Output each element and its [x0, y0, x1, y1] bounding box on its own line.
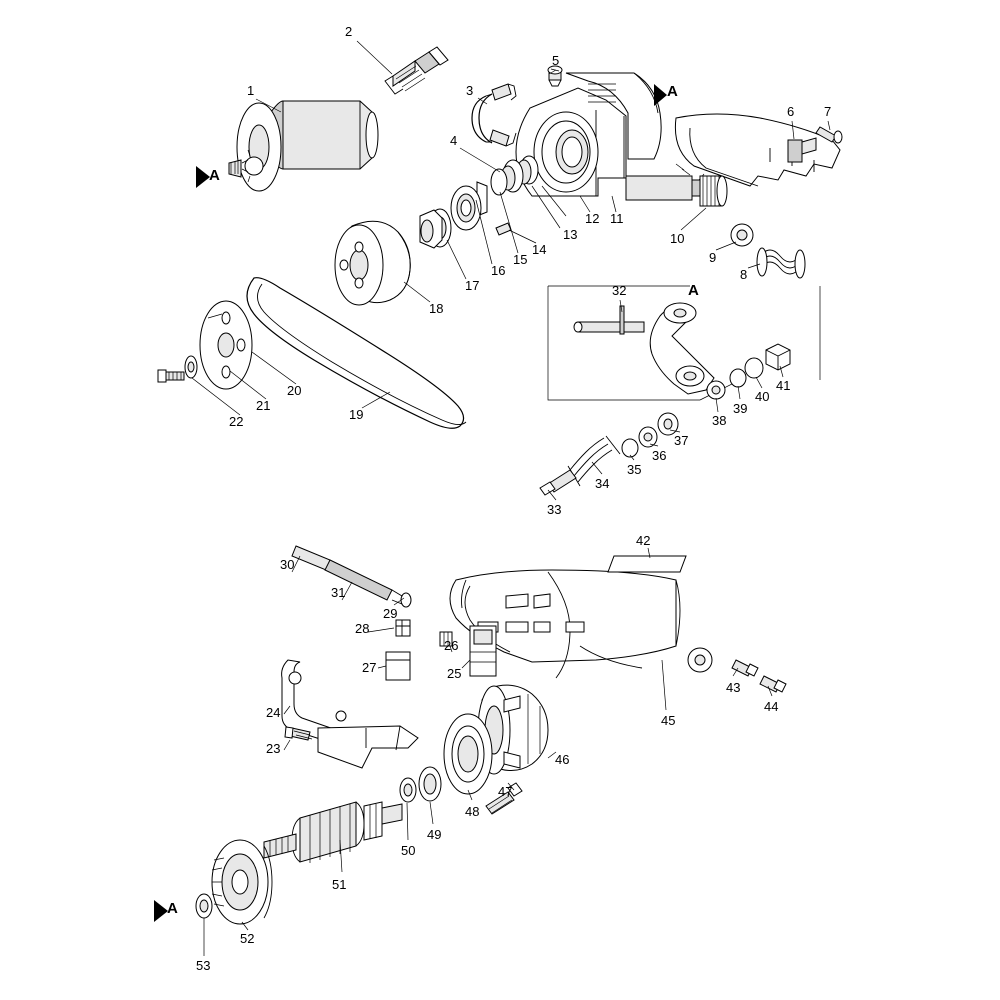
part-group-belt [157, 277, 467, 429]
callout-52: 52 [240, 931, 255, 946]
callout-35: 35 [627, 462, 642, 477]
callout-34: 34 [595, 476, 610, 491]
callout-46: 46 [555, 752, 570, 767]
callout-2: 2 [345, 24, 353, 39]
callout-36: 36 [652, 448, 667, 463]
callout-47: 47 [498, 784, 513, 799]
callout-41: 41 [776, 378, 791, 393]
callout-44: 44 [764, 699, 779, 714]
section-marker-a-bottom-left: A [167, 900, 178, 917]
part-group-armature [154, 684, 557, 956]
callout-17: 17 [465, 278, 480, 293]
part-group-motor-housing [449, 547, 787, 815]
callout-43: 43 [726, 680, 741, 695]
callout-37: 37 [674, 433, 689, 448]
callout-15: 15 [513, 252, 528, 267]
callout-48: 48 [465, 804, 480, 819]
callout-5: 5 [552, 53, 560, 68]
callout-19: 19 [349, 407, 364, 422]
part-group-arm [539, 285, 821, 501]
triangle-marker-icon [654, 84, 667, 106]
section-marker-a-top-right: A [667, 83, 678, 100]
callout-20: 20 [287, 383, 302, 398]
callout-12: 12 [585, 211, 600, 226]
callout-22: 22 [229, 414, 244, 429]
callout-24: 24 [266, 705, 281, 720]
part-group-switch [281, 545, 497, 769]
callout-27: 27 [362, 660, 377, 675]
callout-14: 14 [532, 242, 547, 257]
callout-18: 18 [429, 301, 444, 316]
callout-21: 21 [256, 398, 271, 413]
part-group-spindle [625, 175, 806, 279]
callout-1: 1 [247, 83, 255, 98]
callout-29: 29 [383, 606, 398, 621]
callout-53: 53 [196, 958, 211, 973]
callout-45: 45 [661, 713, 676, 728]
section-marker-a-top-left: A [209, 167, 220, 184]
callout-3: 3 [466, 83, 474, 98]
callout-23: 23 [266, 741, 281, 756]
callout-42: 42 [636, 533, 651, 548]
callout-13: 13 [563, 227, 578, 242]
part-group-roller [196, 40, 449, 192]
callout-11: 11 [610, 211, 624, 226]
callout-4: 4 [450, 133, 458, 148]
callout-39: 39 [733, 401, 748, 416]
callout-30: 30 [280, 557, 295, 572]
callout-7: 7 [824, 104, 832, 119]
callout-28: 28 [355, 621, 370, 636]
callout-32: 32 [612, 283, 627, 298]
callout-49: 49 [427, 827, 442, 842]
part-group-cover [674, 113, 843, 187]
callout-8: 8 [740, 267, 748, 282]
callout-33: 33 [547, 502, 562, 517]
callout-26: 26 [444, 638, 459, 653]
callout-51: 51 [332, 877, 347, 892]
callout-50: 50 [401, 843, 416, 858]
part-group-housing [334, 65, 662, 306]
callout-16: 16 [491, 263, 506, 278]
callout-6: 6 [787, 104, 795, 119]
callout-10: 10 [670, 231, 685, 246]
callout-40: 40 [755, 389, 770, 404]
callout-9: 9 [709, 250, 717, 265]
callout-31: 31 [331, 585, 346, 600]
callout-38: 38 [712, 413, 727, 428]
callout-25: 25 [447, 666, 462, 681]
section-marker-a-middle: A [688, 282, 699, 299]
